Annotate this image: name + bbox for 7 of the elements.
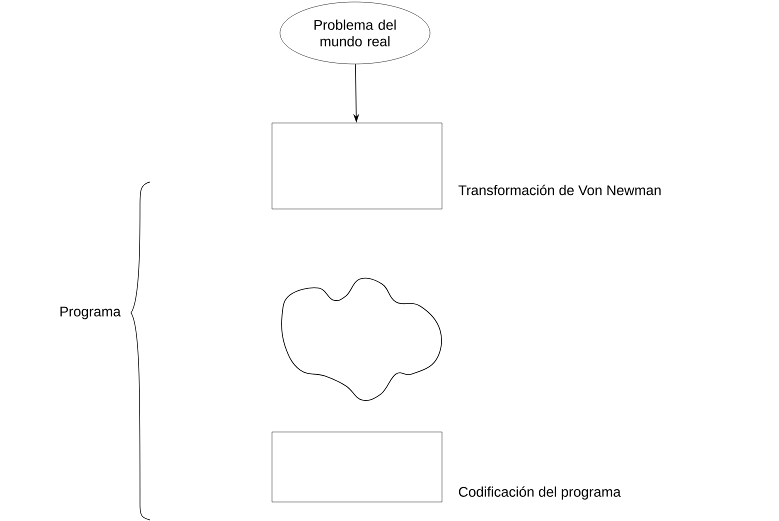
ellipse-node: Problema del mundo real bbox=[280, 2, 430, 64]
side-label: Transformación de Von Newman bbox=[458, 184, 661, 196]
brace-label: Programa bbox=[60, 306, 121, 320]
side-label: Codificación del programa bbox=[458, 486, 621, 500]
cloud-shape bbox=[281, 278, 442, 401]
process-box bbox=[272, 432, 442, 502]
process-box bbox=[272, 122, 442, 210]
